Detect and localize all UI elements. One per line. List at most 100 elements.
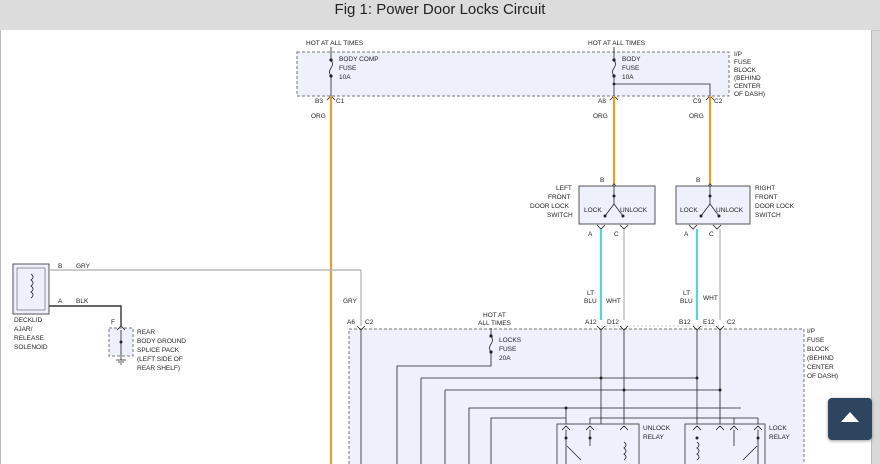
lock-relay (684, 423, 766, 464)
left-switch-label-2: FRONT (548, 194, 570, 201)
fuse-body-rating: 10A (622, 74, 634, 81)
conn-a8: A8 (598, 98, 606, 105)
conn-b3: B3 (315, 98, 323, 105)
wire-lt-2: LT (683, 290, 690, 297)
fuse-body-comp-fuse: FUSE (339, 65, 357, 72)
decklid-conn-a: A (58, 298, 63, 305)
figure-title-bar: Fig 1: Power Door Locks Circuit (0, 0, 880, 31)
ip-block-bottom-6: OF DASH) (807, 373, 838, 380)
ground-conn-f: F (111, 319, 115, 326)
conn-c2-right: C2 (727, 319, 736, 326)
top-fuse-block (296, 51, 730, 97)
right-switch-conn-a: A (684, 231, 689, 238)
ground-label-5: REAR SHELF) (137, 365, 180, 372)
ground-label-3: SPLICE PACK (137, 347, 180, 354)
ip-block-top-1: I/P (734, 51, 742, 58)
hot-label-2: HOT AT ALL TIMES (588, 40, 646, 47)
lock-relay-label-2: RELAY (769, 434, 790, 441)
fuse-locks-name: LOCKS (499, 337, 522, 344)
left-switch-lock: LOCK (584, 207, 602, 214)
conn-c1: C1 (336, 98, 345, 105)
ip-block-top-5: CENTER (734, 83, 761, 90)
wiring-diagram: HOT AT ALL TIMES HOT AT ALL TIMES BODY C… (12, 40, 838, 464)
wire-gry-1: GRY (76, 263, 91, 270)
decklid-label-2: AJAR/ (14, 326, 33, 333)
ground-icon (116, 359, 126, 365)
wire-lt-1: LT (587, 290, 594, 297)
conn-c2: C2 (714, 98, 723, 105)
decklid-label-1: DECKLID (14, 317, 42, 324)
unlock-relay (556, 423, 640, 464)
wire-wht-1: WHT (606, 298, 621, 305)
wire-gry-2: GRY (343, 298, 358, 305)
right-switch-unlock: UNLOCK (716, 207, 744, 214)
right-switch-label-1: RIGHT (755, 185, 775, 192)
fuse-locks-fuse: FUSE (499, 346, 517, 353)
decklid-conn-b: B (58, 263, 62, 270)
up-triangle-icon (841, 412, 859, 422)
ip-block-bottom-1: I/P (807, 328, 815, 335)
left-switch-conn-c: C (614, 231, 619, 238)
conn-b12: B12 (679, 319, 691, 326)
decklid-solenoid (12, 263, 50, 315)
lock-relay-label-1: LOCK (769, 425, 787, 432)
ground-label-2: BODY GROUND (137, 338, 186, 345)
decklid-label-4: SOLENOID (14, 344, 48, 351)
ip-block-bottom-2: FUSE (807, 337, 825, 344)
ip-block-bottom-4: (BEHIND (807, 355, 834, 362)
solenoid-coil-icon (30, 273, 34, 299)
ip-block-bottom-5: CENTER (807, 364, 834, 371)
ground-label-1: REAR (137, 329, 155, 336)
ip-block-bottom-3: BLOCK (807, 346, 830, 353)
wire-blu-1: BLU (584, 298, 597, 305)
conn-c9: C9 (693, 98, 702, 105)
conn-d12: D12 (607, 319, 619, 326)
ip-block-top-3: BLOCK (734, 67, 757, 74)
wire-blu-2: BLU (680, 298, 693, 305)
left-switch-unlock: UNLOCK (620, 207, 648, 214)
unlock-relay-label-1: UNLOCK (643, 425, 671, 432)
wire-org-3: ORG (689, 113, 704, 120)
diagram-canvas: HOT AT ALL TIMES HOT AT ALL TIMES BODY C… (0, 30, 872, 464)
unlock-relay-label-2: RELAY (643, 434, 664, 441)
fuse-body-comp-symbol (329, 59, 333, 77)
blk-wire (49, 305, 122, 326)
fuse-body-name: BODY (622, 56, 641, 63)
hot-label-1: HOT AT ALL TIMES (306, 40, 364, 47)
right-switch-label-4: SWITCH (755, 212, 781, 219)
left-switch-conn-a: A (588, 231, 593, 238)
conn-a6: A6 (347, 319, 355, 326)
ip-block-top-2: FUSE (734, 59, 752, 66)
right-door-lock-switch (675, 185, 751, 225)
left-switch-conn-b: B (600, 177, 604, 184)
ip-block-top-4: (BEHIND (734, 75, 761, 82)
fuse-locks-rating: 20A (499, 355, 511, 362)
wire-org-2: ORG (593, 113, 608, 120)
scroll-to-top-button[interactable] (828, 398, 872, 440)
conn-c2-bottom: C2 (365, 319, 374, 326)
conn-e12: E12 (703, 319, 715, 326)
right-switch-conn-b: B (696, 177, 700, 184)
lock-relay-coil-icon (696, 441, 700, 461)
left-door-lock-switch (578, 185, 656, 225)
ground-label-4: (LEFT SIDE OF (137, 356, 183, 363)
left-switch-label-1: LEFT (556, 185, 572, 192)
unlock-relay-coil-icon (623, 441, 627, 461)
fuse-body-symbol (612, 59, 616, 77)
fuse-locks-symbol (489, 335, 493, 353)
wire-wht-2: WHT (703, 295, 718, 302)
left-switch-label-4: SWITCH (547, 212, 573, 219)
wire-blk: BLK (76, 298, 89, 305)
fuse-body-comp-rating: 10A (339, 74, 351, 81)
hot-label-3b: ALL TIMES (478, 320, 512, 327)
wire-org-1: ORG (311, 113, 326, 120)
decklid-label-3: RELEASE (14, 335, 45, 342)
fuse-body-fuse: FUSE (622, 65, 640, 72)
ip-block-top-6: OF DASH) (734, 91, 765, 98)
right-switch-label-2: FRONT (755, 194, 777, 201)
right-switch-conn-c: C (709, 231, 714, 238)
figure-title: Fig 1: Power Door Locks Circuit (334, 1, 546, 18)
fuse-body-comp-name: BODY COMP (339, 56, 379, 63)
left-switch-label-3: DOOR LOCK (530, 203, 570, 210)
